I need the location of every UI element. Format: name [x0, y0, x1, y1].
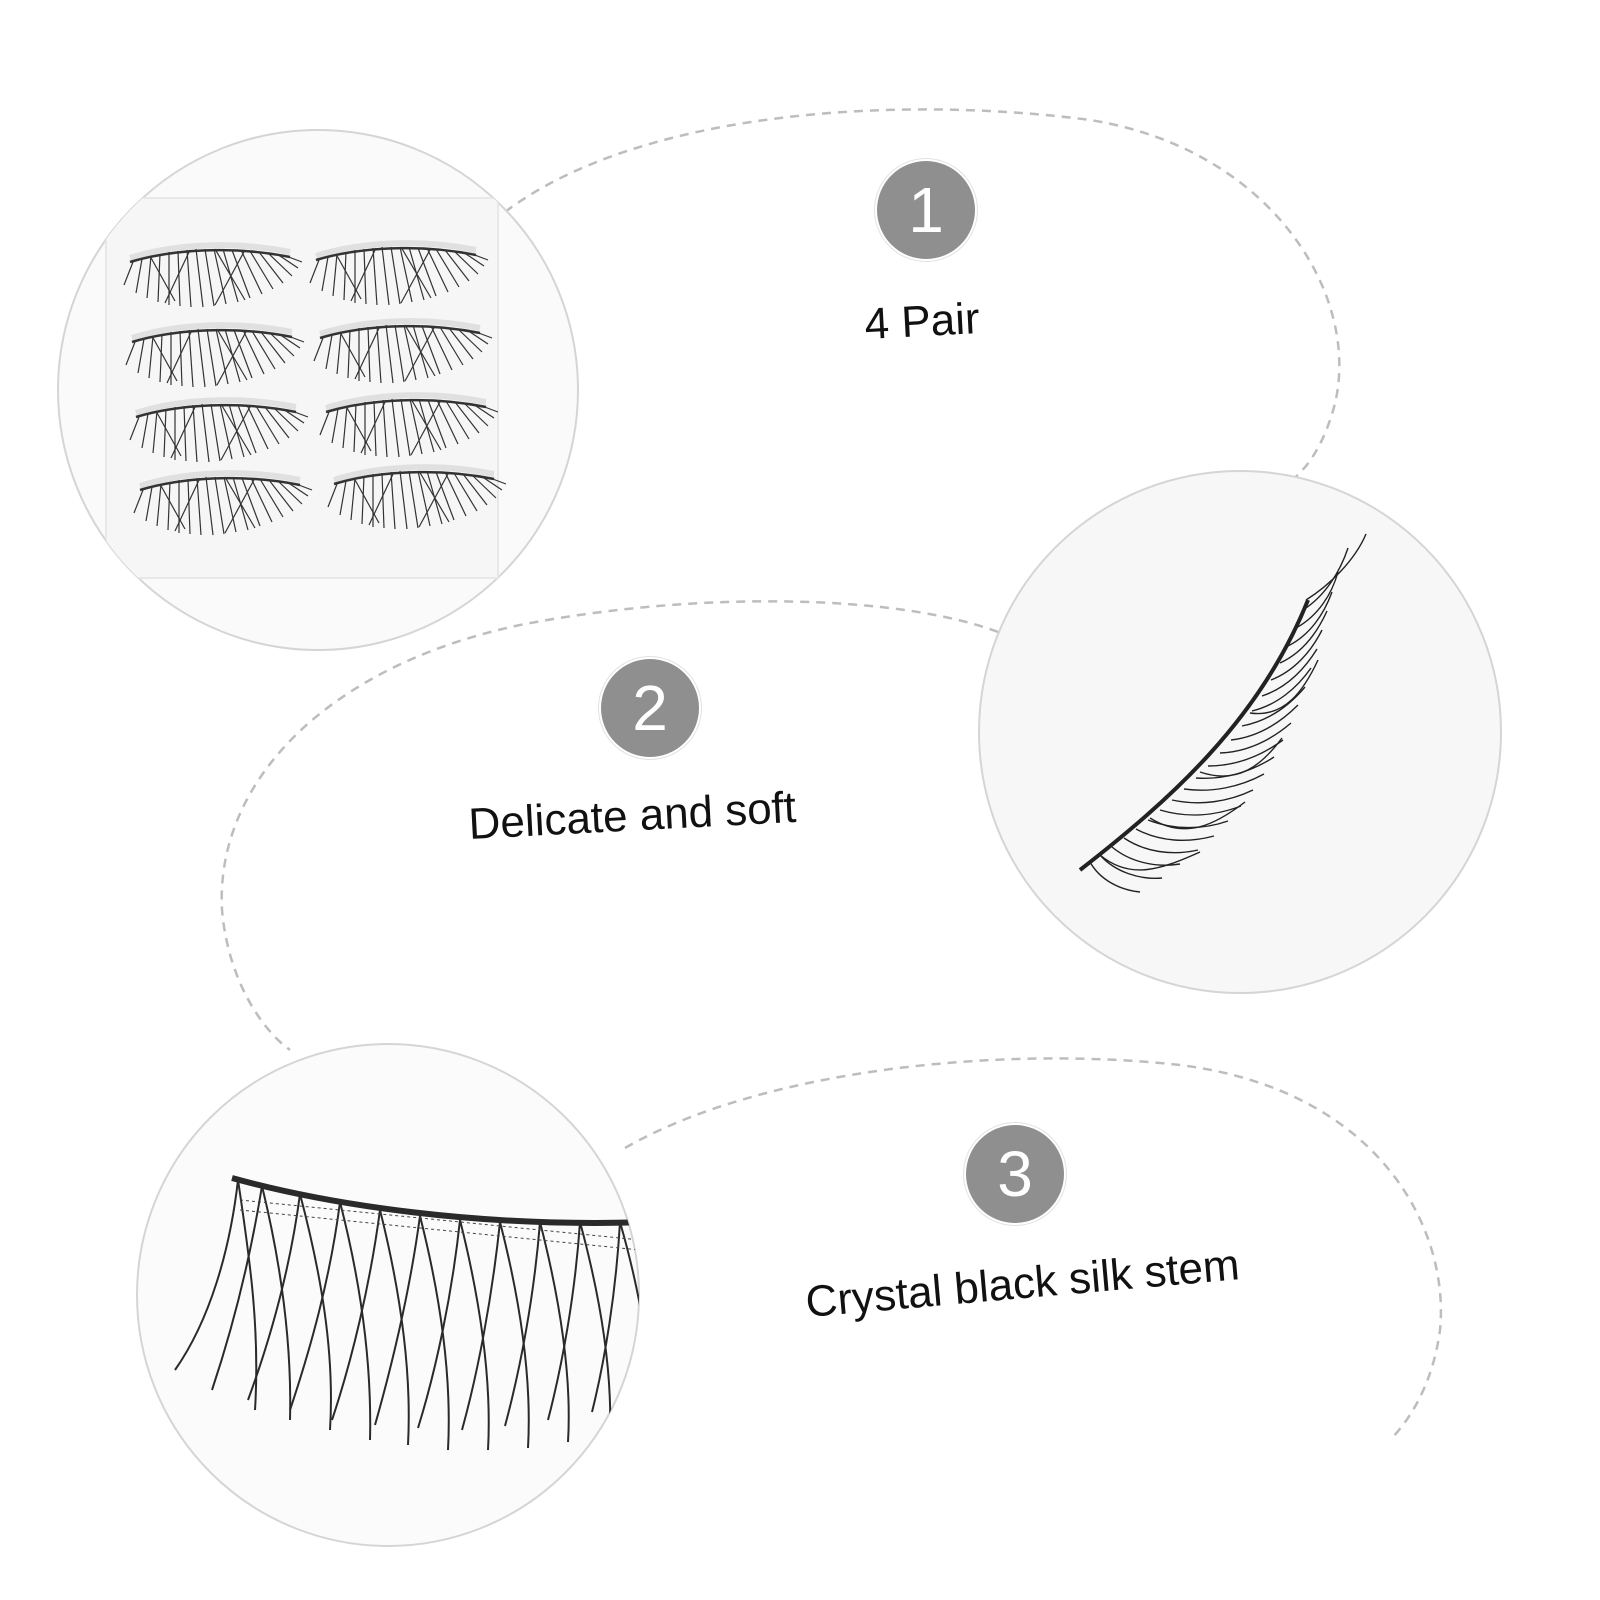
dashed-connector-3 [624, 1057, 1443, 1441]
single-lash-photo [978, 470, 1502, 994]
step-2-badge: 2 [601, 659, 699, 757]
dashed-connector-2 [220, 600, 999, 1052]
step-2-number: 2 [632, 672, 668, 744]
lash-tray-photo [57, 129, 579, 651]
feature-1-caption: 4 Pair [863, 294, 981, 350]
step-3-number: 3 [997, 1138, 1033, 1210]
dashed-connector-1 [504, 108, 1341, 481]
lash-strip [123, 242, 303, 308]
step-1-number: 1 [908, 174, 944, 246]
step-3-badge: 3 [966, 1125, 1064, 1223]
step-1-badge: 1 [877, 161, 975, 259]
lash-closeup-photo [136, 1043, 640, 1547]
